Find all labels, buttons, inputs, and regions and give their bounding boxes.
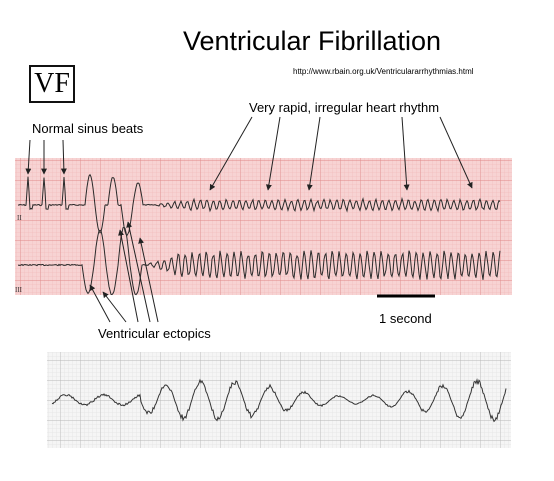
ecg-trace-lead-iii xyxy=(17,226,501,296)
very-rapid-arrows xyxy=(209,116,473,191)
ecg-trace-lead-ii xyxy=(17,173,501,237)
lead-label-iii: III xyxy=(15,286,23,294)
source-url[interactable]: http://www.rbain.org.uk/Ventriculararrhy… xyxy=(293,67,474,76)
one-second-label: 1 second xyxy=(379,311,432,326)
ecg-trace-vf xyxy=(51,378,507,423)
very-rapid-label: Very rapid, irregular heart rhythm xyxy=(249,100,440,115)
ventricular-ectopics-arrows xyxy=(89,221,159,323)
page-title: Ventricular Fibrillation xyxy=(182,26,442,56)
vf-badge: VF xyxy=(29,65,75,103)
normal-sinus-label: Normal sinus beats xyxy=(32,121,144,136)
lead-label-ii: II xyxy=(17,214,22,222)
ventricular-ectopics-label: Ventricular ectopics xyxy=(98,326,211,341)
normal-sinus-arrows xyxy=(25,139,67,175)
